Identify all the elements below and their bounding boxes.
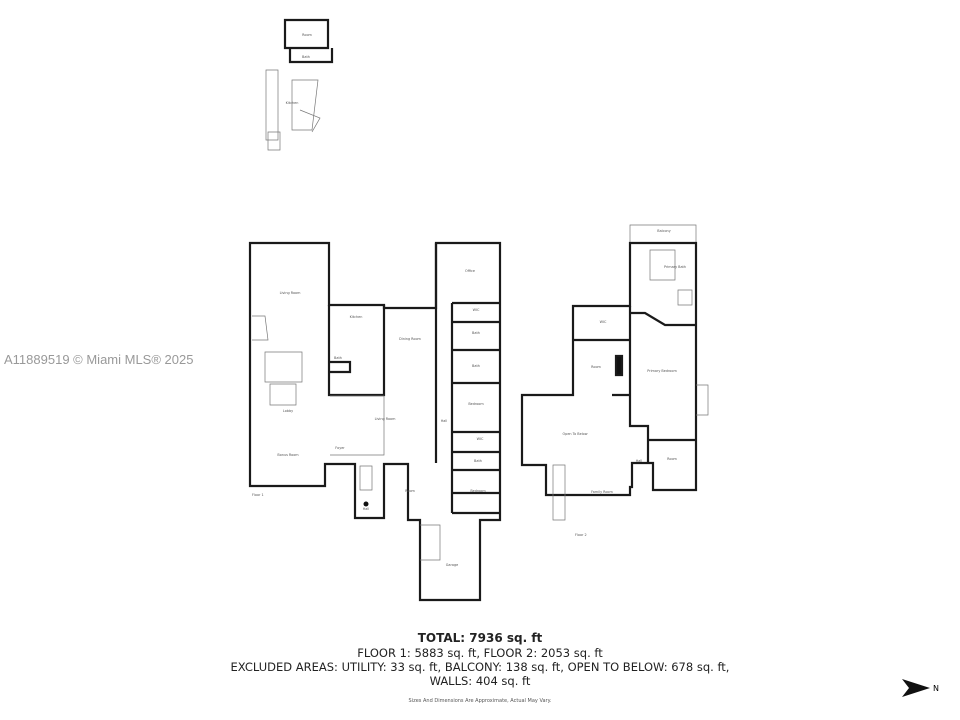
room-label: Room bbox=[591, 365, 601, 369]
room-label: Living Room bbox=[375, 417, 397, 421]
room-label: Bedroom bbox=[468, 402, 484, 406]
north-label: N bbox=[933, 684, 939, 693]
room-label: Kitchen bbox=[286, 101, 299, 105]
excluded-areas: EXCLUDED AREAS: UTILITY: 33 sq. ft, BALC… bbox=[230, 660, 730, 674]
room-label: Open To Below bbox=[563, 432, 588, 436]
room-label: Lobby bbox=[283, 409, 293, 413]
room-label: Garage bbox=[446, 563, 458, 567]
room-label: Hall bbox=[636, 459, 643, 463]
north-arrow-icon: N bbox=[902, 679, 939, 697]
room-label: Living Room bbox=[280, 291, 302, 295]
room-label: Room bbox=[302, 33, 312, 37]
room-label: Bonus Room bbox=[277, 453, 299, 457]
room-label: Bedroom bbox=[470, 489, 486, 493]
room-label: Primary Bedroom bbox=[647, 369, 677, 373]
room-label: Room bbox=[405, 489, 415, 493]
room-label: Bath bbox=[334, 356, 342, 360]
room-label: WIC bbox=[473, 308, 480, 312]
floor-1-label: Floor 1 bbox=[252, 493, 264, 497]
room-label: Balcony bbox=[657, 229, 670, 233]
floor-1-plan: Living Room Kitchen Dining Room Office W… bbox=[248, 241, 502, 602]
floor-2-plan: Balcony Primary Bath WIC Room Primary Be… bbox=[520, 224, 709, 537]
room-label: Dining Room bbox=[399, 337, 421, 341]
room-label: Foyer bbox=[335, 446, 345, 450]
annex-plan: Room Bath Kitchen bbox=[265, 18, 334, 151]
room-label: Bath bbox=[472, 364, 480, 368]
total-area: TOTAL: 7936 sq. ft bbox=[417, 631, 543, 645]
walls-area: WALLS: 404 sq. ft bbox=[429, 674, 531, 688]
room-label: WIC bbox=[477, 437, 484, 441]
room-label: Primary Bath bbox=[664, 265, 686, 269]
room-label: Bath bbox=[474, 459, 482, 463]
room-label: Family Room bbox=[591, 490, 613, 494]
room-label: Hall bbox=[363, 507, 370, 511]
room-label: WIC bbox=[600, 320, 607, 324]
room-label: Office bbox=[465, 269, 475, 273]
room-label: Bath bbox=[302, 55, 310, 59]
floor-2-label: Floor 2 bbox=[575, 533, 587, 537]
room-label: Bath bbox=[472, 331, 480, 335]
room-label: Hall bbox=[441, 419, 448, 423]
disclaimer: Sizes And Dimensions Are Approximate, Ac… bbox=[408, 698, 552, 704]
room-label: Room bbox=[667, 457, 677, 461]
watermark: A11889519 © Miami MLS® 2025 bbox=[4, 352, 194, 367]
room-label: Kitchen bbox=[350, 315, 363, 319]
floor-areas: FLOOR 1: 5883 sq. ft, FLOOR 2: 2053 sq. … bbox=[357, 646, 603, 660]
compass: N bbox=[900, 676, 950, 705]
